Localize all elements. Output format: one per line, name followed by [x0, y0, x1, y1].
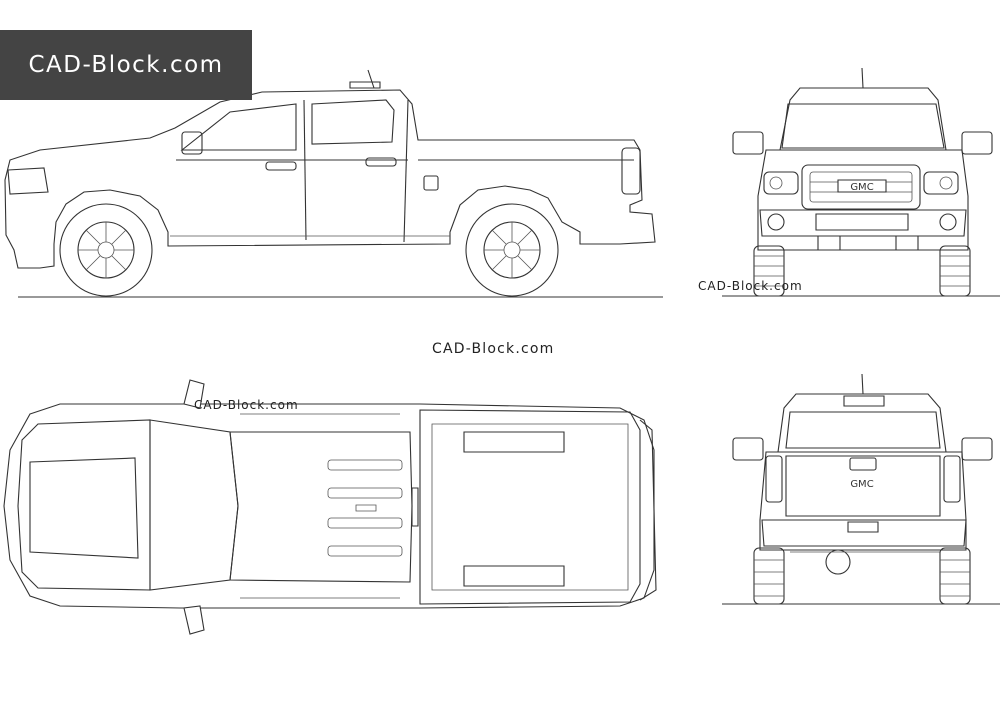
top-wheel-well-left [464, 432, 564, 452]
top-bed-floor [432, 424, 628, 590]
top-cab-light [412, 488, 418, 526]
side-tail-lamp [622, 148, 640, 194]
front-headlamp-left [764, 172, 798, 194]
side-body-outline [5, 90, 655, 268]
front-tire-left [754, 246, 784, 296]
rear-hitch [826, 550, 850, 574]
side-window-front [182, 104, 296, 150]
watermark-top-view: CAD-Block.com [194, 398, 299, 412]
front-grille [802, 165, 920, 209]
top-mirror-left [184, 380, 204, 408]
top-wheel-well-right [464, 566, 564, 586]
top-windshield [150, 420, 238, 590]
top-view [4, 380, 656, 634]
front-windshield [782, 104, 944, 148]
rear-bumper [762, 520, 966, 546]
front-grille-logo: GMC [850, 182, 873, 193]
rear-cab-light [844, 396, 884, 406]
rear-tailgate-handle [850, 458, 876, 470]
watermark-front-view: CAD-Block.com [698, 279, 803, 293]
front-body [758, 150, 968, 250]
top-hood-panel [30, 458, 138, 558]
rear-tire-right [940, 548, 970, 604]
rear-antenna [862, 374, 863, 394]
side-cab-light [350, 82, 380, 88]
rear-mirror-right [962, 438, 992, 460]
side-window-rear [312, 100, 394, 144]
rear-tailgate-logo: GMC [850, 479, 873, 490]
side-view [5, 70, 663, 297]
rear-window [786, 412, 940, 448]
front-foglamp-left [768, 214, 784, 230]
front-cab-roof [780, 88, 946, 150]
rear-plate [848, 522, 878, 532]
top-roof [230, 432, 412, 582]
side-door-handle-rear [366, 158, 396, 166]
front-view: GMC [722, 68, 1000, 296]
front-mirror-left [733, 132, 763, 154]
rear-tailgate [786, 456, 940, 516]
top-mirror-right [184, 606, 204, 634]
side-cab-rear [404, 100, 408, 242]
front-bumper [760, 210, 966, 236]
front-tire-right [940, 246, 970, 296]
rear-body [760, 452, 966, 550]
side-headlamp [8, 168, 48, 194]
side-mirror [182, 132, 202, 154]
side-front-wheel [60, 204, 152, 296]
side-rear-wheel [466, 204, 558, 296]
top-bed [420, 410, 640, 604]
side-door-handle-front [266, 162, 296, 170]
front-tow-hook-right [896, 236, 918, 250]
rear-cab [778, 394, 946, 452]
front-headlamp-right [924, 172, 958, 194]
front-grille-inner [810, 172, 912, 202]
rear-view: GMC [722, 374, 1000, 604]
front-lower-intake [816, 214, 908, 230]
top-body-outline [4, 404, 654, 608]
side-fuel-door [424, 176, 438, 190]
top-tailgate [640, 420, 656, 600]
front-grille-badge [838, 180, 886, 192]
rear-tire-left [754, 548, 784, 604]
rear-tail-lamp-right [944, 456, 960, 502]
rear-tail-lamp-left [766, 456, 782, 502]
front-antenna [862, 68, 863, 88]
rear-mirror-left [733, 438, 763, 460]
cad-block-logo-badge: CAD-Block.com [0, 30, 252, 100]
front-tow-hook-left [818, 236, 840, 250]
top-hood [18, 420, 150, 590]
front-mirror-right [962, 132, 992, 154]
side-antenna [368, 70, 374, 88]
watermark-center: CAD-Block.com [432, 341, 555, 357]
front-foglamp-right [940, 214, 956, 230]
side-door-seam [304, 100, 306, 240]
